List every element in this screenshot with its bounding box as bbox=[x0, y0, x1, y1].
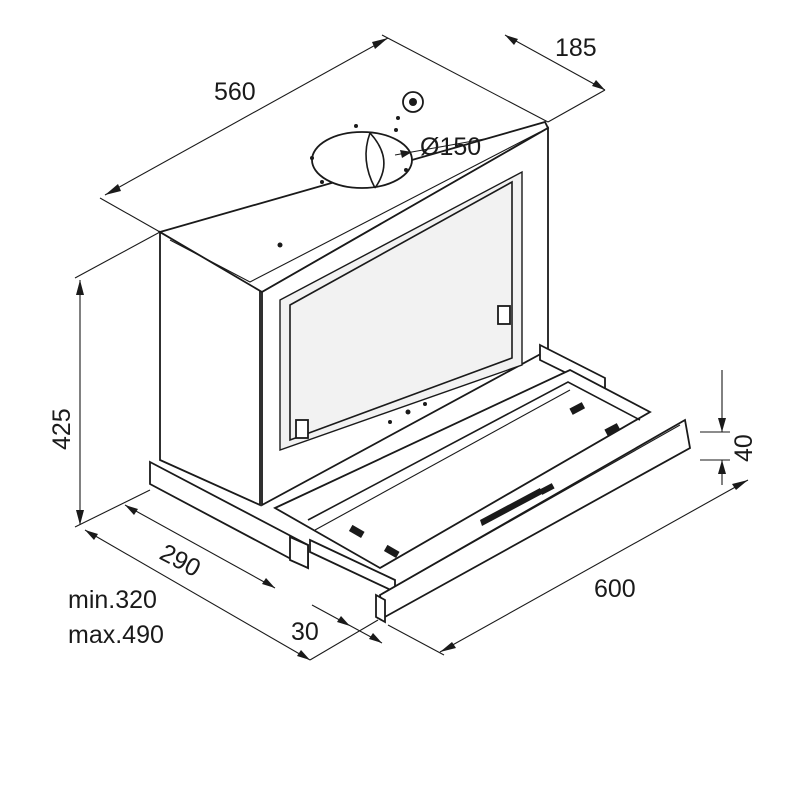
cable-entry bbox=[396, 91, 424, 120]
dimension-290 bbox=[124, 504, 276, 589]
dimension-40 bbox=[700, 370, 730, 485]
filter-panel bbox=[279, 170, 523, 451]
filter-clip-right bbox=[497, 305, 511, 325]
dimension-425 bbox=[74, 231, 161, 528]
label-425: 425 bbox=[48, 408, 76, 450]
label-40: 40 bbox=[730, 434, 758, 462]
filter-clip-left bbox=[295, 419, 309, 439]
label-600: 600 bbox=[594, 575, 636, 603]
duct-opening bbox=[310, 124, 491, 189]
control-panel bbox=[480, 488, 542, 526]
hood-body bbox=[157, 120, 550, 507]
label-min-320: min.320 bbox=[68, 586, 157, 614]
front-visor bbox=[375, 418, 691, 624]
label-max-490: max.490 bbox=[68, 621, 164, 649]
dimension-560 bbox=[99, 34, 549, 233]
dimension-min-max bbox=[84, 529, 379, 661]
dimension-30 bbox=[311, 604, 383, 644]
label-185: 185 bbox=[555, 34, 597, 62]
label-duct-150: Ø150 bbox=[420, 133, 481, 161]
dimension-600 bbox=[387, 479, 749, 656]
dimension-185 bbox=[504, 34, 606, 123]
label-30: 30 bbox=[291, 618, 319, 646]
label-560: 560 bbox=[214, 78, 256, 106]
